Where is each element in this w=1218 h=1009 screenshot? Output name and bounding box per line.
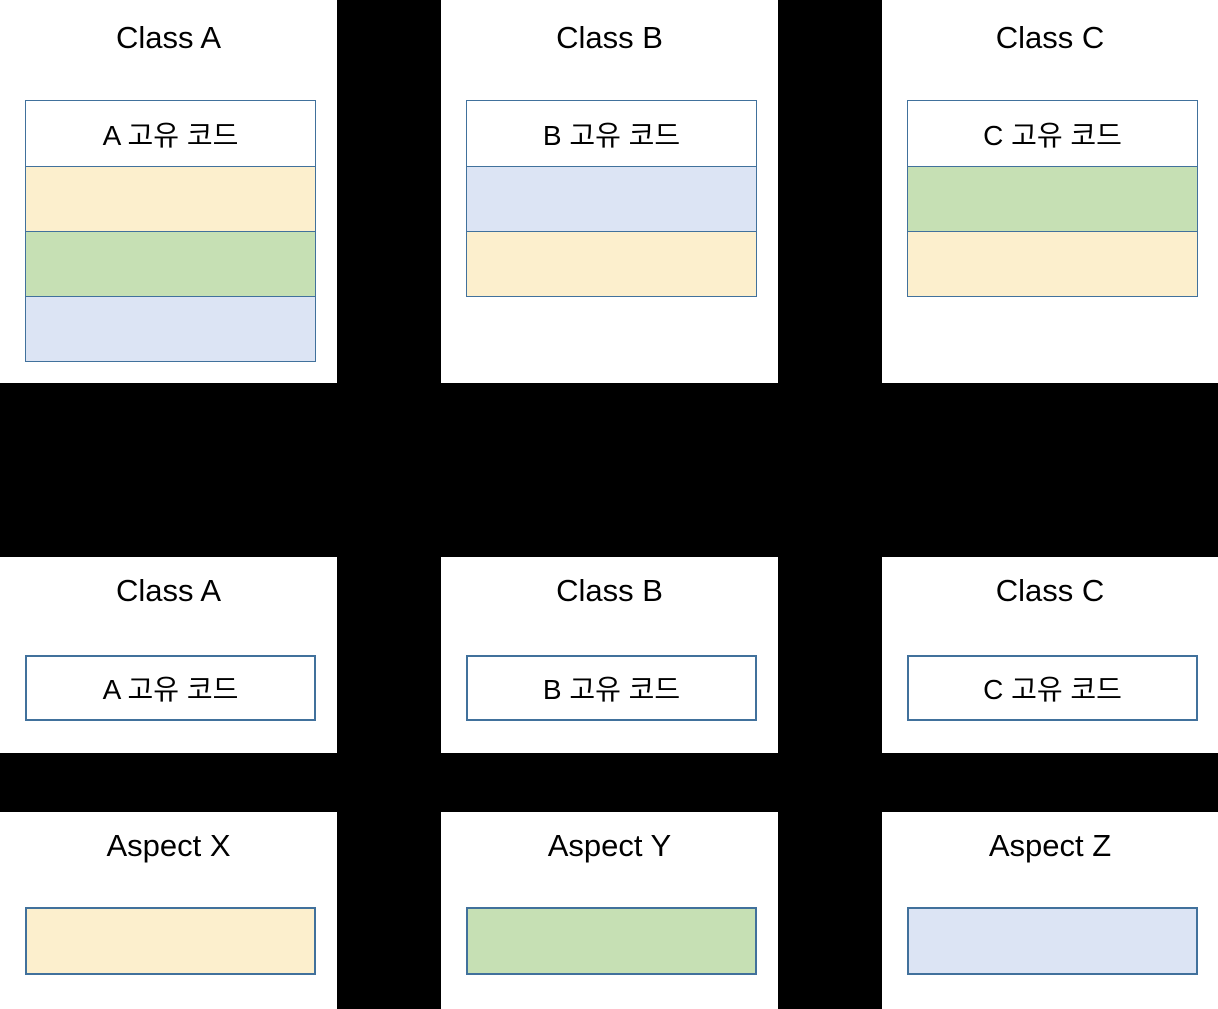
class-code-band: C 고유 코드 (907, 100, 1198, 167)
class-panel-a-core: Class A A 고유 코드 (0, 557, 337, 753)
aspect-band-yellow (907, 231, 1198, 297)
panel-title: Class C (995, 20, 1105, 55)
class-panel-b-combined: Class B B 고유 코드 (441, 0, 778, 383)
class-member-stack: B 고유 코드 (466, 100, 757, 297)
panel-title: Aspect Y (547, 828, 672, 863)
panel-title: Class C (995, 573, 1105, 608)
aspect-band-yellow (466, 231, 757, 297)
class-code-box: C 고유 코드 (907, 655, 1198, 721)
aspect-panel-x: Aspect X (0, 812, 337, 1009)
aspect-band-green (907, 166, 1198, 232)
class-code-box: B 고유 코드 (466, 655, 757, 721)
aspect-box-yellow (25, 907, 316, 975)
panel-title: Aspect Z (988, 828, 1112, 863)
class-code-band: A 고유 코드 (25, 100, 316, 167)
aspect-band-blue (25, 296, 316, 362)
class-code-box: A 고유 코드 (25, 655, 316, 721)
class-member-stack: A 고유 코드 (25, 100, 316, 362)
class-panel-c-combined: Class C C 고유 코드 (882, 0, 1218, 383)
aspect-band-blue (466, 166, 757, 232)
aspect-box-blue (907, 907, 1198, 975)
class-panel-c-core: Class C C 고유 코드 (882, 557, 1218, 753)
panel-title: Class A (115, 573, 222, 608)
class-code-band: B 고유 코드 (466, 100, 757, 167)
class-panel-a-combined: Class A A 고유 코드 (0, 0, 337, 383)
panel-title: Class A (115, 20, 222, 55)
aspect-band-yellow (25, 166, 316, 232)
panel-title: Aspect X (106, 828, 231, 863)
aspect-box-green (466, 907, 757, 975)
class-panel-b-core: Class B B 고유 코드 (441, 557, 778, 753)
aspect-panel-y: Aspect Y (441, 812, 778, 1009)
aspect-band-green (25, 231, 316, 297)
panel-title: Class B (556, 20, 663, 55)
aspect-panel-z: Aspect Z (882, 812, 1218, 1009)
class-member-stack: C 고유 코드 (907, 100, 1198, 297)
panel-title: Class B (556, 573, 663, 608)
